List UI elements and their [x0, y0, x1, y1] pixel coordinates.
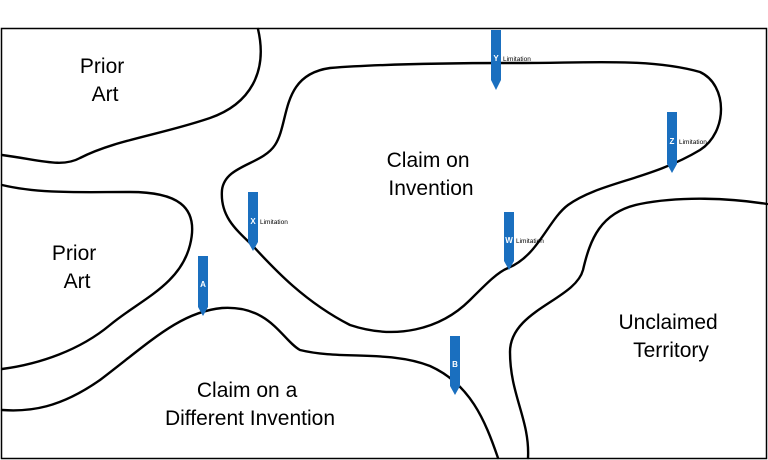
prior-art-left-label: Prior Art — [52, 242, 102, 293]
unclaimed-boundary — [508, 197, 768, 460]
svg-text:Limitation: Limitation — [679, 139, 707, 146]
svg-text:Limitation: Limitation — [516, 238, 544, 245]
limitation-marker-x: X Limitation — [248, 192, 288, 251]
prior-art-left-boundary — [0, 183, 194, 371]
unclaimed-label: Unclaimed Territory — [618, 311, 723, 362]
svg-text:Z: Z — [670, 137, 675, 146]
prior-art-top-label: Prior Art — [80, 55, 130, 106]
svg-text:Limitation: Limitation — [260, 219, 288, 226]
limitation-marker-w: W Limitation — [504, 212, 544, 270]
diagram-frame — [0, 27, 768, 460]
limitation-marker-z: Z Limitation — [667, 112, 707, 173]
limitation-marker-y: Y Limitation — [491, 30, 531, 90]
svg-text:B: B — [452, 360, 458, 369]
prior-art-top-boundary — [0, 27, 262, 164]
boundary-marker-a: A — [198, 256, 208, 316]
invention-boundary — [220, 60, 723, 334]
boundary-marker-b: B — [450, 336, 460, 395]
svg-text:X: X — [250, 217, 256, 226]
claim-invention-label: Claim on Invention — [387, 149, 476, 200]
svg-text:A: A — [200, 280, 206, 289]
svg-text:Limitation: Limitation — [503, 56, 531, 63]
svg-text:W: W — [505, 236, 513, 245]
svg-text:Y: Y — [493, 54, 499, 63]
different-invention-label: Claim on a Different Invention — [165, 379, 335, 430]
different-invention-boundary — [0, 306, 500, 460]
